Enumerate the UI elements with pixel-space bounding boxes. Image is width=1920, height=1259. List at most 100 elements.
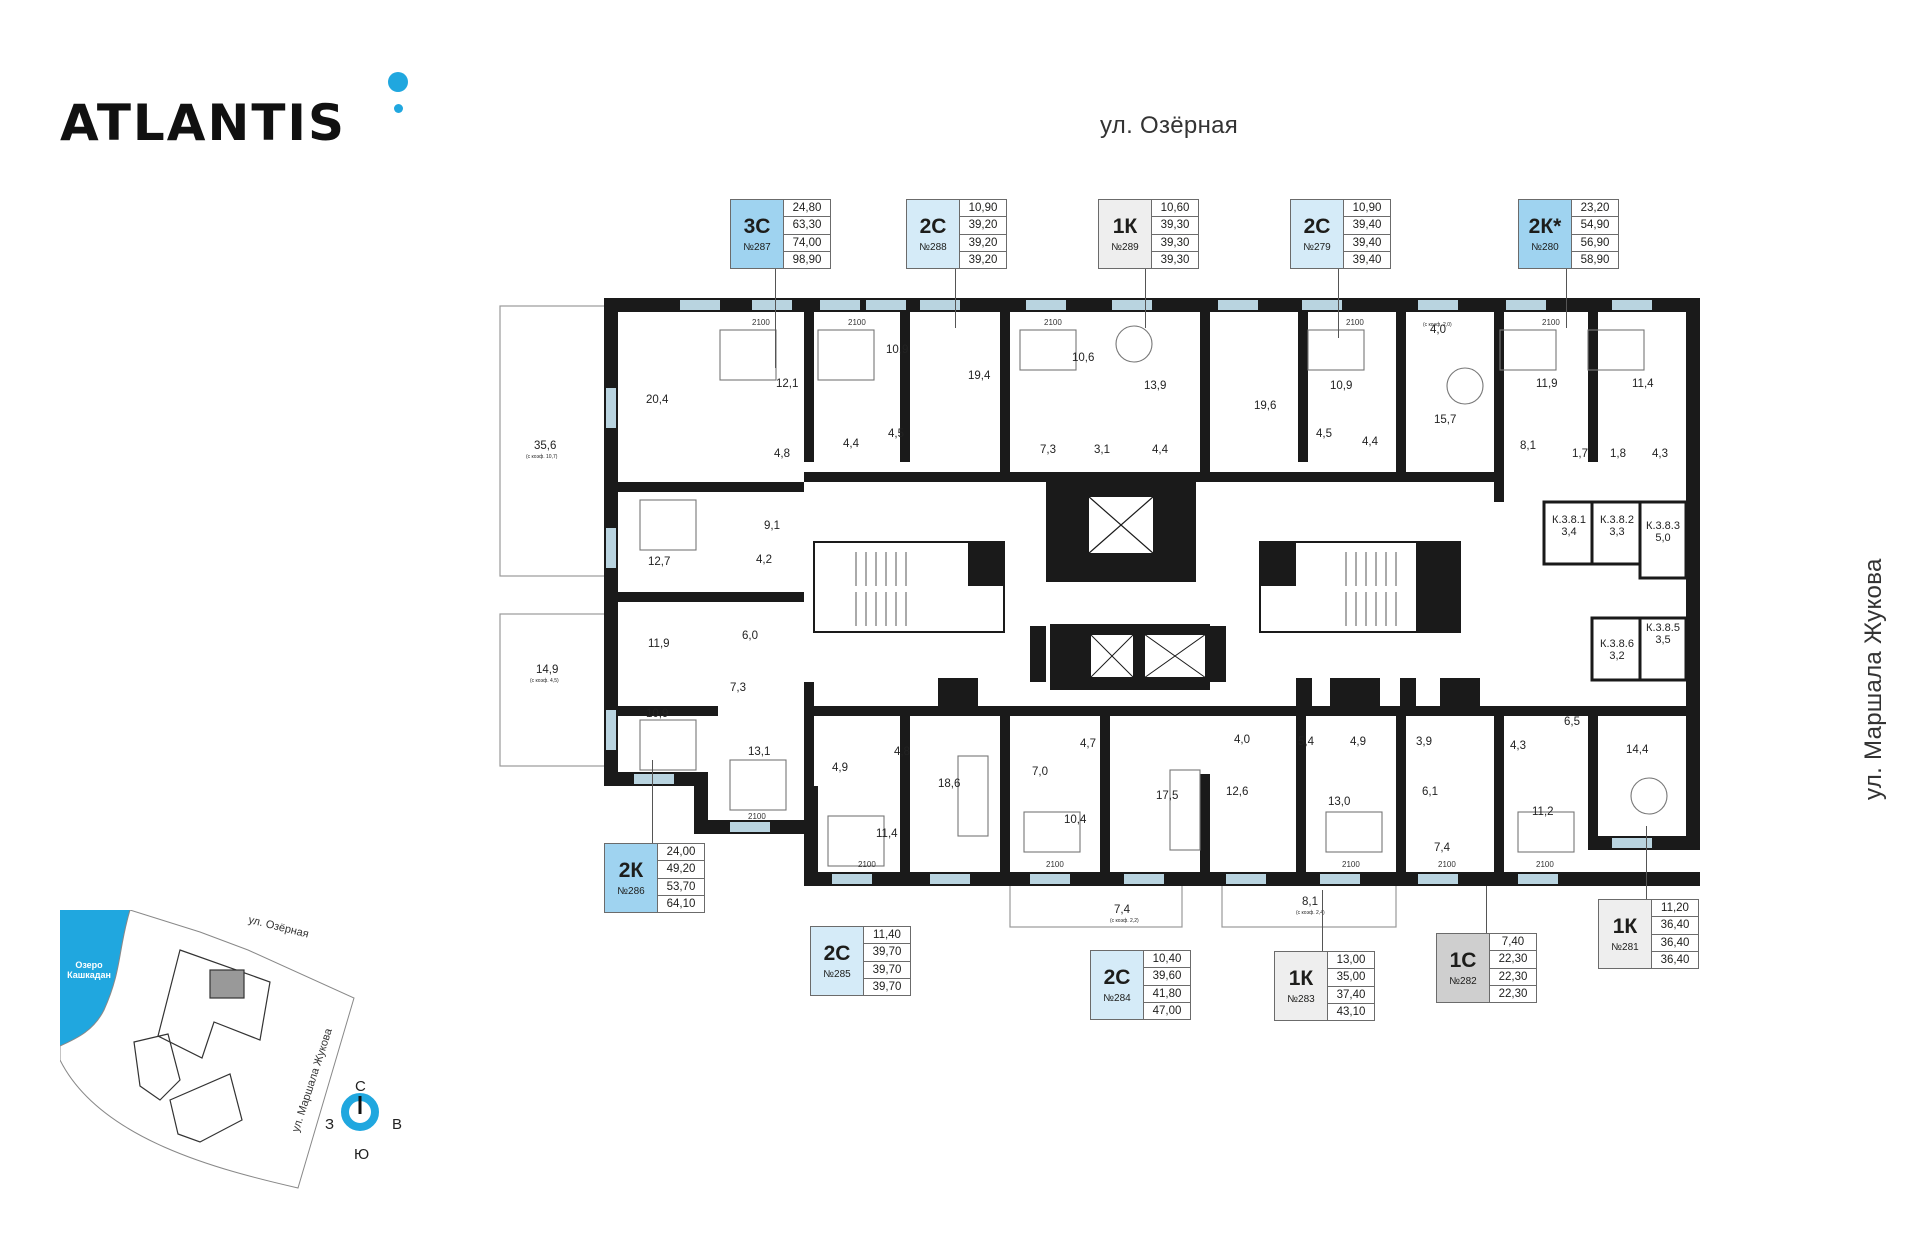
storage-unit: К.3.8.6 3,2 <box>1594 638 1640 662</box>
room-area: 12,1 <box>776 378 799 390</box>
window-mark: 2100 <box>1046 860 1064 869</box>
room-area: 4,4 <box>1152 444 1168 456</box>
room-area: 5,4 <box>1298 736 1314 748</box>
apartment-type: 1К <box>1288 966 1314 990</box>
area-value: 39,40 <box>1344 235 1390 252</box>
area-value: 37,40 <box>1328 987 1374 1004</box>
area-value: 39,40 <box>1352 253 1382 266</box>
room-area: 13,9 <box>1144 380 1167 392</box>
storage-code: К.3.8.1 <box>1552 514 1586 526</box>
apartment-number: №280 <box>1531 241 1559 253</box>
area-value: 39,20 <box>968 253 998 266</box>
area-value: 22,30 <box>1498 987 1528 1000</box>
room-area: 7,4 <box>1114 904 1130 916</box>
storage-area: 5,0 <box>1655 532 1671 544</box>
room-area: 4,2 <box>756 554 772 566</box>
window-mark: 2100 <box>1542 318 1560 327</box>
room-area: 3,1 <box>1094 444 1110 456</box>
apartment-type: 2К* <box>1528 214 1562 238</box>
compass-north: С <box>355 1078 366 1095</box>
apartment-number: №279 <box>1303 241 1331 253</box>
room-area: 4,7 <box>1080 738 1096 750</box>
room-area: 4,5 <box>888 428 904 440</box>
room-area: 4,0 <box>1430 324 1446 336</box>
storage-area: 3,2 <box>1609 650 1625 662</box>
area-value: 11,40 <box>864 927 910 945</box>
atlantis-logo: ATLANTIS <box>60 94 347 152</box>
room-area: 10,9 <box>886 344 909 356</box>
area-value: 39,40 <box>1344 217 1390 235</box>
window-mark: 2100 <box>858 860 876 869</box>
room-note: (с коэф. 10,7) <box>526 454 558 460</box>
core-structure <box>813 482 1584 716</box>
logo-dot-icon <box>388 72 408 92</box>
room-note: (с коэф. 4,5) <box>530 678 559 684</box>
apartment-number: №281 <box>1611 941 1639 953</box>
lake-label: Озеро Кашкадан <box>67 960 111 980</box>
area-value: 7,40 <box>1490 934 1536 952</box>
apartment-type: 1С <box>1449 948 1477 972</box>
apartment-type: 1К <box>1112 214 1138 238</box>
room-area: 7,3 <box>1040 444 1056 456</box>
apartment-type: 3С <box>743 214 771 238</box>
area-value: 47,00 <box>1152 1004 1182 1017</box>
room-area: 4,5 <box>1316 428 1332 440</box>
area-value: 39,70 <box>864 962 910 979</box>
area-value: 24,00 <box>658 844 704 862</box>
apartment-number: №282 <box>1449 975 1477 987</box>
area-value: 39,60 <box>1144 968 1190 986</box>
room-area: 8,1 <box>1520 440 1536 452</box>
apartment-number: №284 <box>1103 992 1131 1004</box>
area-value: 36,40 <box>1660 953 1690 966</box>
area-value: 58,90 <box>1580 253 1610 266</box>
room-area: 10,9 <box>646 708 669 720</box>
room-area: 14,4 <box>1626 744 1649 756</box>
area-value: 35,00 <box>1328 969 1374 987</box>
site-plan <box>60 910 355 1189</box>
room-area: 9,1 <box>764 520 780 532</box>
storage-code: К.3.8.6 <box>1600 638 1634 650</box>
area-value: 43,10 <box>1336 1005 1366 1018</box>
window-mark: 2100 <box>1342 860 1360 869</box>
area-value: 39,70 <box>872 980 902 993</box>
storage-code: К.3.8.2 <box>1600 514 1634 526</box>
area-value: 41,80 <box>1144 986 1190 1003</box>
partition-walls <box>618 312 1694 882</box>
window-mark: 2100 <box>848 318 866 327</box>
storage-area: 3,5 <box>1655 634 1671 646</box>
window-mark: 2100 <box>1438 860 1456 869</box>
room-area: 20,4 <box>646 394 669 406</box>
apartment-number: №285 <box>823 968 851 980</box>
room-area: 7,4 <box>1434 842 1450 854</box>
area-value: 39,30 <box>1152 235 1198 252</box>
street-label-top: ул. Озёрная <box>1100 112 1239 139</box>
room-area: 4,8 <box>894 746 910 758</box>
room-area: 7,3 <box>730 682 746 694</box>
room-area: 12,7 <box>648 556 671 568</box>
storage-unit: К.3.8.3 5,0 <box>1640 520 1686 544</box>
storage-unit: К.3.8.5 3,5 <box>1640 622 1686 646</box>
area-value: 64,10 <box>666 897 696 910</box>
apartment-type: 2К <box>618 858 644 882</box>
apartment-number: №289 <box>1111 241 1139 253</box>
windows <box>606 300 1652 884</box>
area-value: 24,80 <box>784 200 830 218</box>
apartment-type: 2С <box>919 214 947 238</box>
room-area: 11,4 <box>1632 378 1654 390</box>
compass-south: Ю <box>354 1146 370 1163</box>
compass-east: В <box>392 1116 403 1133</box>
room-area: 13,0 <box>1328 796 1351 808</box>
compass-icon <box>341 1093 379 1131</box>
apartment-type: 1К <box>1612 914 1638 938</box>
